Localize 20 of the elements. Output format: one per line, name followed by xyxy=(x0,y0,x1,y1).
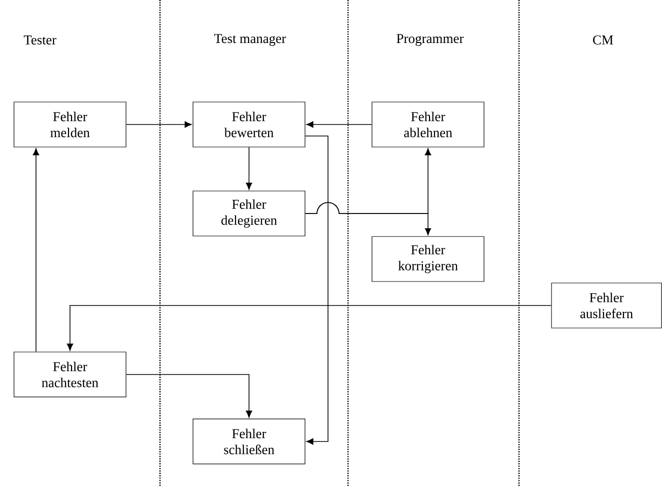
process-box: Fehler schließen xyxy=(192,418,306,464)
lane-label: CM xyxy=(593,35,614,45)
process-box: Fehler ablehnen xyxy=(372,102,484,148)
process-box: Fehler nachtesten xyxy=(14,352,126,398)
arrow xyxy=(126,121,192,128)
lane-label: Tester xyxy=(24,36,56,44)
arrow xyxy=(66,305,552,351)
process-box: Fehler korrigieren xyxy=(372,236,484,282)
process-box: Fehler ausliefern xyxy=(551,282,662,328)
arrow xyxy=(306,121,372,128)
lane-label: Test manager xyxy=(214,34,286,46)
process-box: Fehler bewerten xyxy=(192,102,306,148)
arrow xyxy=(246,146,252,190)
arrow xyxy=(304,136,328,445)
arrow xyxy=(126,374,252,418)
arrow xyxy=(304,202,432,236)
process-box: Fehler melden xyxy=(14,102,126,148)
process-box: Fehler delegieren xyxy=(192,190,306,236)
lane-label: Programmer xyxy=(396,34,464,46)
arrow xyxy=(32,148,40,352)
